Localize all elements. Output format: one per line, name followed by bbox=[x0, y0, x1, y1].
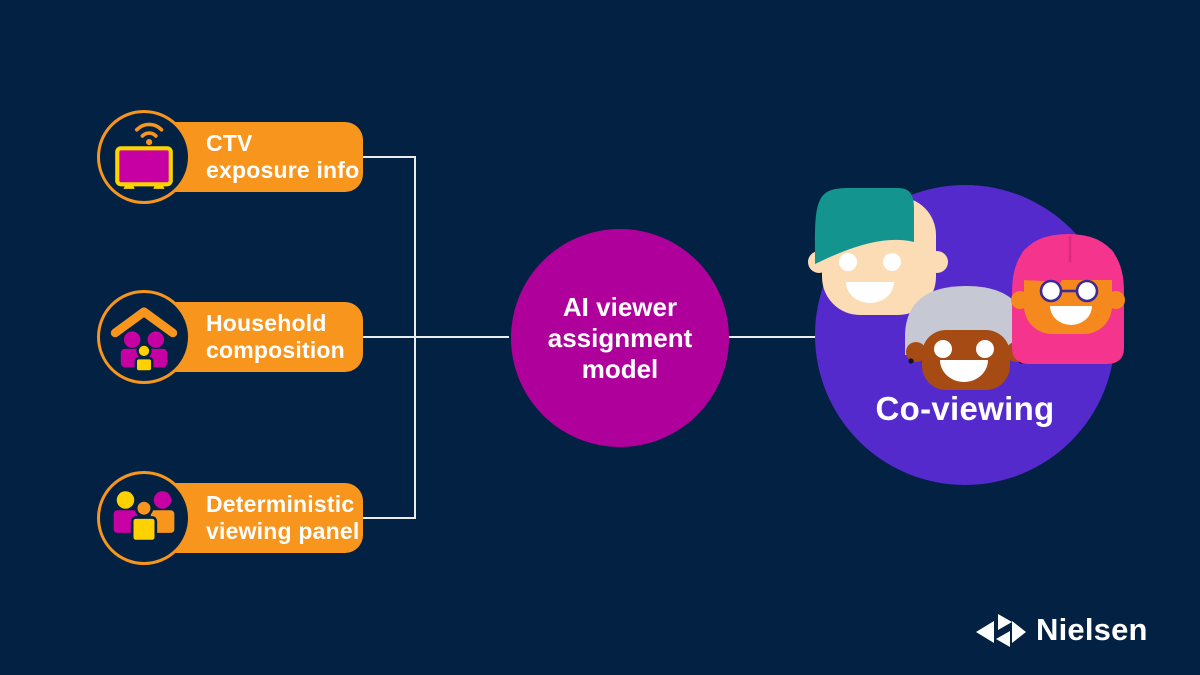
co-viewing-label: Co-viewing bbox=[875, 390, 1055, 427]
input-badge-panel bbox=[97, 471, 191, 565]
nielsen-triangles-icon bbox=[976, 613, 1026, 647]
connector-bottom-stub bbox=[362, 517, 415, 519]
input-badge-ctv bbox=[97, 110, 191, 204]
connector-top-stub bbox=[362, 156, 415, 158]
connector-output-line bbox=[728, 336, 816, 338]
nielsen-logo: Nielsen bbox=[976, 612, 1148, 648]
ctv-tv-wifi-icon bbox=[115, 122, 173, 189]
girl-pink-hair-glasses-face bbox=[1011, 234, 1125, 364]
viewing-panel-people-icon bbox=[113, 491, 175, 543]
older-man-gray-hair-face bbox=[905, 286, 1027, 390]
household-icon bbox=[110, 307, 178, 373]
co-viewing-faces-illustration bbox=[808, 188, 1125, 390]
connector-middle-line bbox=[362, 336, 509, 338]
boy-teal-hair-face bbox=[808, 188, 948, 315]
input-badge-household bbox=[97, 290, 191, 384]
nielsen-wordmark: Nielsen bbox=[1036, 612, 1148, 647]
